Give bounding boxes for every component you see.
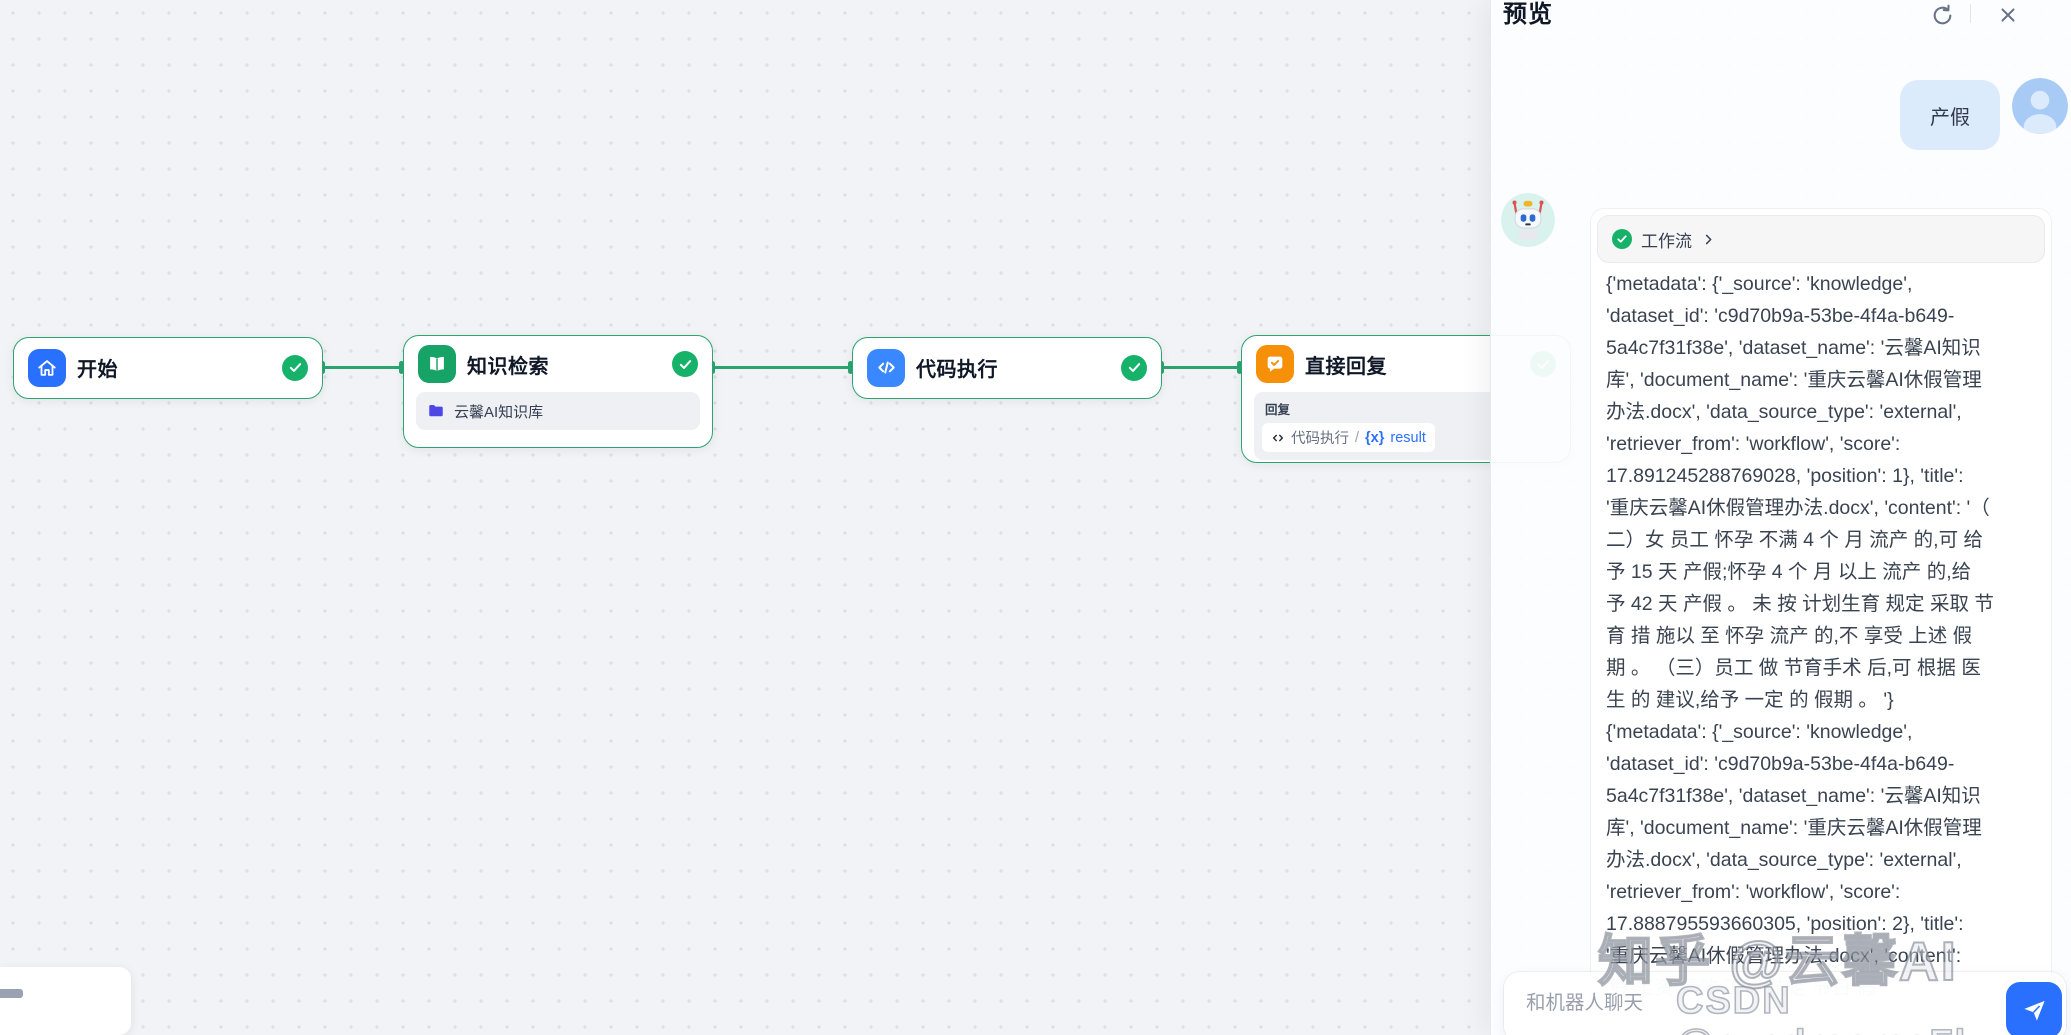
node-title: 知识检索 (467, 355, 549, 378)
reply-label: 回复 (1265, 403, 1291, 417)
close-button[interactable] (1994, 1, 2022, 29)
node-title: 直接回复 (1305, 355, 1387, 378)
edge-code-answer (1162, 366, 1241, 369)
user-avatar (2012, 78, 2068, 134)
header-divider (1970, 4, 1971, 23)
success-check-icon (672, 351, 698, 377)
node-title: 代码执行 (916, 359, 998, 381)
variable-source-node: 代码执行 (1291, 431, 1349, 447)
dataset-label: 云馨AI知识库 (454, 403, 544, 421)
edge-cap (1237, 361, 1242, 374)
edge-knowledge-code (713, 366, 852, 369)
home-icon (28, 348, 66, 387)
edge-start-knowledge (323, 366, 403, 369)
send-button[interactable] (2006, 982, 2062, 1035)
panel-title: 预览 (1503, 1, 1553, 28)
variable-separator: / (1355, 429, 1360, 446)
toolbar-handle[interactable] (0, 989, 23, 998)
variable-name: result (1390, 429, 1426, 446)
canvas-toolbar (0, 967, 131, 1035)
success-check-icon (1121, 354, 1147, 381)
knowledge-dataset-item[interactable]: 云馨AI知识库 (416, 392, 700, 430)
node-knowledge-retrieval[interactable]: 知识检索 云馨AI知识库 (403, 335, 713, 448)
folder-icon (427, 402, 445, 420)
edge-cap (848, 361, 853, 374)
success-check-icon (1612, 229, 1632, 249)
workflow-label: 工作流 (1641, 231, 1692, 251)
node-title: 开始 (77, 359, 118, 381)
code-icon (1271, 431, 1285, 445)
preview-panel: 预览 产假 (1490, 0, 2071, 1035)
chat-input[interactable] (1526, 972, 1926, 1034)
variable-token: {x} (1365, 429, 1385, 446)
bot-message-card: 工作流 (1590, 208, 2052, 1035)
close-icon (1997, 4, 2019, 26)
node-code-execution[interactable]: 代码执行 (852, 337, 1162, 399)
chat-check-icon (1256, 345, 1294, 383)
user-message-bubble: 产假 (1900, 80, 2000, 150)
edge-cap (399, 361, 404, 374)
refresh-icon (1930, 3, 1955, 28)
book-icon (418, 345, 456, 383)
send-icon (2021, 997, 2048, 1024)
success-check-icon (282, 354, 308, 381)
chevron-right-icon (1701, 232, 1716, 247)
user-message-text: 产假 (1930, 106, 1970, 129)
code-icon (867, 348, 905, 387)
variable-pill[interactable]: 代码执行 / {x} result (1262, 423, 1435, 452)
node-start[interactable]: 开始 (13, 337, 323, 399)
robot-avatar (1501, 193, 1555, 247)
workflow-toggle[interactable]: 工作流 (1597, 215, 2045, 263)
bot-message-text: {'metadata': {'_source': 'knowledge', 'd… (1606, 273, 1994, 967)
chat-input-bar (1504, 972, 2066, 1035)
refresh-button[interactable] (1928, 1, 1956, 29)
